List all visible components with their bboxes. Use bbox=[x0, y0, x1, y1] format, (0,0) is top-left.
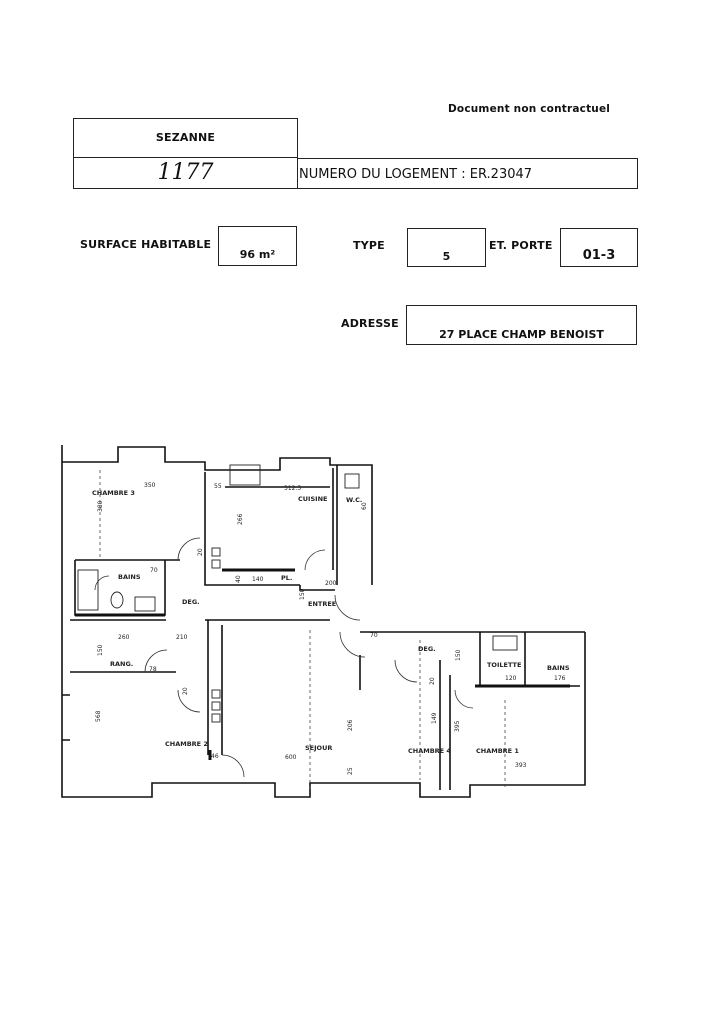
door-swings bbox=[94, 537, 474, 778]
address-box: 27 PLACE CHAMP BENOIST bbox=[406, 305, 637, 345]
handwritten-code: 1177 bbox=[157, 160, 214, 185]
housing-number: NUMERO DU LOGEMENT : ER.23047 bbox=[299, 167, 533, 182]
code-cell: 1177 bbox=[73, 157, 298, 189]
dimension: 55 bbox=[214, 483, 222, 490]
dimension: 568 bbox=[95, 710, 102, 722]
type-label: TYPE bbox=[353, 239, 385, 252]
dimension: 150 bbox=[97, 644, 104, 656]
address-value: 27 PLACE CHAMP BENOIST bbox=[439, 328, 604, 341]
dimension: 46 bbox=[211, 753, 219, 760]
bathtub-icon bbox=[77, 569, 99, 611]
dimension: 150 bbox=[455, 649, 462, 661]
dimension: 78 bbox=[149, 666, 157, 673]
dimension: 150 bbox=[299, 588, 306, 600]
dimension: 20 bbox=[429, 677, 436, 685]
room-degagement: DEG. bbox=[182, 598, 200, 606]
dimension: 350 bbox=[144, 482, 156, 489]
sink-icon bbox=[134, 596, 156, 612]
vent-icon bbox=[211, 713, 221, 723]
room-chambre-3: CHAMBRE 3 bbox=[92, 489, 135, 497]
washbasin-icon bbox=[492, 635, 518, 651]
dimension: 266 bbox=[237, 513, 244, 525]
surface-box: 96 m² bbox=[218, 226, 297, 266]
dimension: 70 bbox=[150, 567, 158, 574]
housing-number-cell: NUMERO DU LOGEMENT : ER.23047 bbox=[297, 158, 638, 189]
type-value: 5 bbox=[442, 250, 451, 263]
room-degagement-2: DEG. bbox=[418, 645, 436, 653]
dimension: 40 bbox=[235, 575, 242, 583]
surface-label: SURFACE HABITABLE bbox=[80, 238, 212, 251]
room-wc: W.C. bbox=[346, 496, 362, 504]
dimension: 149 bbox=[431, 712, 438, 724]
dimension-labels: 350 55 312.5 380 266 70 20 140 40 150 20… bbox=[95, 482, 566, 775]
vent-icon bbox=[211, 689, 221, 699]
dimension: 25 bbox=[347, 767, 354, 775]
dimension: 260 bbox=[118, 634, 130, 641]
kitchen-sink-icon bbox=[229, 464, 261, 486]
dimension: 176 bbox=[554, 675, 566, 682]
dimension: 20 bbox=[197, 548, 204, 556]
vent-icon bbox=[211, 559, 221, 569]
city-cell: SEZANNE bbox=[73, 118, 298, 158]
dashed-lines bbox=[99, 470, 506, 790]
dimension: 380 bbox=[97, 500, 104, 512]
fixtures bbox=[77, 464, 518, 723]
dimension: 210 bbox=[176, 634, 188, 641]
room-entree: ENTREE bbox=[308, 600, 336, 608]
vent-icon bbox=[211, 701, 221, 711]
dimension: 140 bbox=[252, 576, 264, 583]
dimension: 70 bbox=[370, 632, 378, 639]
room-rangement: RANG. bbox=[110, 660, 133, 668]
placard-label: PL. bbox=[281, 574, 292, 582]
room-cuisine: CUISINE bbox=[298, 495, 327, 503]
type-box: 5 bbox=[407, 228, 486, 267]
dimension: 206 bbox=[347, 719, 354, 731]
room-toilette: TOILETTE bbox=[487, 661, 521, 669]
dimension: 20 bbox=[182, 687, 189, 695]
door-value: 01-3 bbox=[582, 248, 616, 263]
surface-value: 96 m² bbox=[239, 248, 276, 261]
room-chambre-4: CHAMBRE 4 bbox=[408, 747, 451, 755]
room-chambre-1: CHAMBRE 1 bbox=[476, 747, 519, 755]
toilet-icon bbox=[110, 591, 124, 609]
room-sejour: SEJOUR bbox=[305, 744, 332, 752]
room-bains-2: BAINS bbox=[547, 664, 570, 672]
thick-walls bbox=[75, 568, 570, 760]
dimension: 312.5 bbox=[284, 485, 301, 492]
dimension: 600 bbox=[285, 754, 297, 761]
city: SEZANNE bbox=[155, 131, 216, 144]
dimension: 120 bbox=[505, 675, 517, 682]
room-bains: BAINS bbox=[118, 573, 141, 581]
dimension: 200 bbox=[325, 580, 337, 587]
dimension: 60 bbox=[361, 502, 368, 510]
address-label: ADRESSE bbox=[341, 317, 399, 330]
vent-icon bbox=[211, 547, 221, 557]
door-box: 01-3 bbox=[560, 228, 638, 267]
door-label: ET. PORTE bbox=[489, 239, 553, 252]
wc-toilet-icon bbox=[344, 473, 360, 489]
dimension: 395 bbox=[454, 720, 461, 732]
disclaimer: Document non contractuel bbox=[448, 103, 611, 115]
room-chambre-2: CHAMBRE 2 bbox=[165, 740, 208, 748]
room-labels: CHAMBRE 3 CUISINE W.C. BAINS DEG. ENTREE… bbox=[92, 489, 570, 755]
dimension: 393 bbox=[515, 762, 527, 769]
